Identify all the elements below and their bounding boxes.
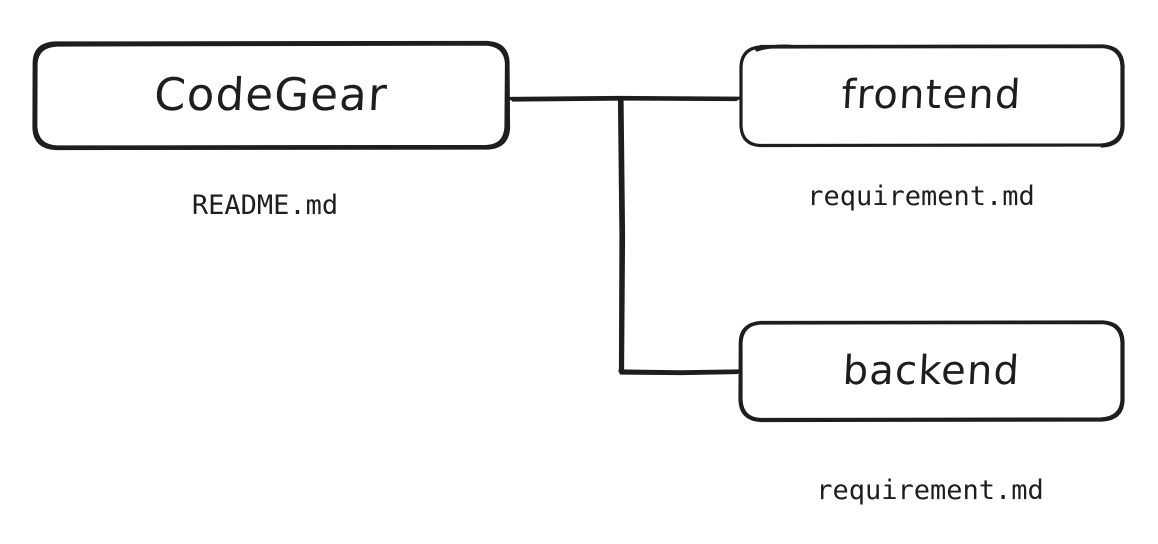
file-label-frontend-requirement: requirement.md [807,181,1035,212]
node-shape-backend [738,320,1125,423]
node-backend[interactable] [740,322,1124,421]
file-label-readme: README.md [191,190,339,221]
file-label-backend-requirement: requirement.md [816,475,1044,506]
edge-root-to-frontend [508,95,741,102]
node-codegear[interactable] [34,42,509,149]
node-frontend[interactable] [740,46,1124,147]
node-shape-frontend [739,44,1125,148]
edge-root-to-backend [617,96,741,376]
node-shape-root [32,40,511,151]
